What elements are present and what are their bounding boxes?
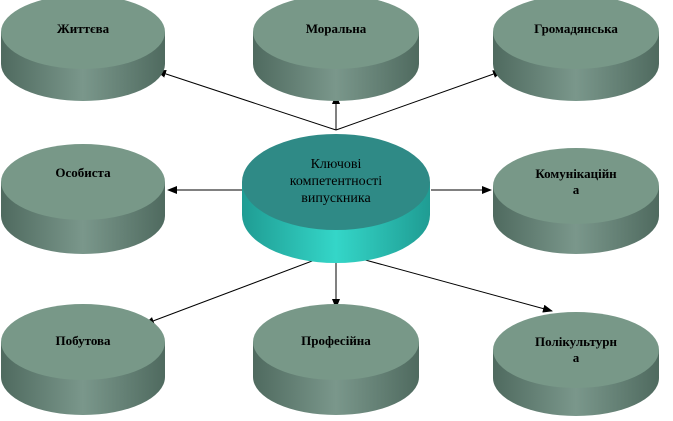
node-label-hromadianska: Громадянська xyxy=(534,21,618,36)
arrow-to-zhyttieva xyxy=(156,70,337,131)
connectors xyxy=(144,70,553,325)
node-osobysta xyxy=(1,144,165,254)
node-moralna xyxy=(253,0,419,101)
node-komunikatsiina xyxy=(493,148,659,254)
node-label-pobutova: Побутова xyxy=(55,333,111,348)
arrow-to-polikulturna xyxy=(335,251,553,313)
node-label-moralna: Моральна xyxy=(305,21,367,36)
node-pobutova xyxy=(1,304,165,415)
node-label-komunikatsiina: Комунікаційн а xyxy=(535,166,617,197)
node-label-zhyttieva: Життєва xyxy=(56,21,110,36)
arrow-to-pobutova xyxy=(144,251,337,325)
center-node-label: Ключові компетентності випускника xyxy=(289,157,383,206)
node-polikulturna xyxy=(493,312,659,416)
node-hromadianska xyxy=(493,0,659,101)
arrow-to-hromadianska xyxy=(335,70,503,131)
node-label-osobysta: Особиста xyxy=(55,165,111,180)
node-zhyttieva xyxy=(1,0,165,101)
node-profesiina xyxy=(253,304,419,415)
node-label-polikulturna: Полікультурн а xyxy=(535,334,617,365)
node-label-profesiina: Професійна xyxy=(301,333,371,348)
center-node xyxy=(242,134,430,263)
